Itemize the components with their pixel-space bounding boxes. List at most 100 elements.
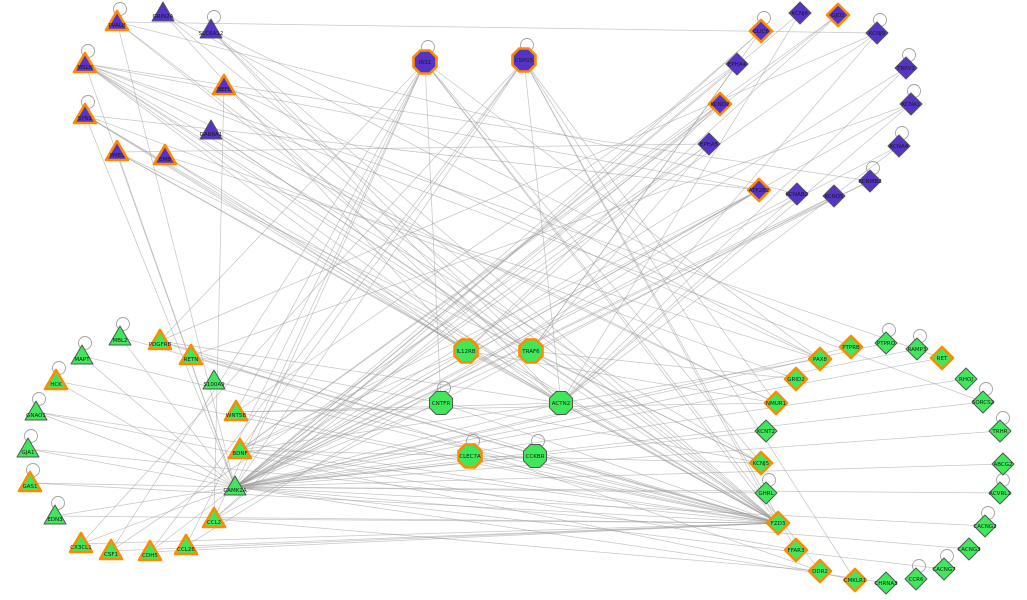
node-CCL26[interactable]: CCL26 (173, 533, 199, 556)
triangle-node-shape (43, 368, 69, 391)
triangle-node-shape (173, 533, 199, 556)
node-DDR2[interactable]: DDR2 (807, 558, 833, 584)
node-GRIN2A[interactable]: GRIN2A (151, 1, 175, 22)
triangle-node-shape (199, 119, 223, 140)
edge (149, 59, 525, 553)
node-ACTN2[interactable]: ACTN2 (549, 391, 573, 415)
edge (424, 61, 779, 524)
edge (560, 358, 821, 404)
edge (235, 61, 426, 413)
node-IL12RB[interactable]: IL12RB (453, 338, 479, 364)
octagon-node-shape (429, 391, 453, 415)
edge (27, 448, 779, 524)
node-RAMP3[interactable]: RAMP3 (905, 337, 929, 361)
node-CCR6[interactable]: CCR6 (904, 567, 928, 591)
edge (149, 486, 236, 553)
node-FFAR3[interactable]: FFAR3 (783, 537, 809, 563)
node-KCNJ9[interactable]: KCNJ9 (865, 21, 889, 45)
edge (80, 522, 779, 545)
node-KCNQ5[interactable]: KCNQ5 (822, 184, 846, 208)
node-CACNG2[interactable]: CACNG2 (973, 514, 997, 538)
node-KCNAB2[interactable]: KCNAB2 (785, 182, 809, 206)
edge (35, 411, 236, 488)
diamond-node-shape (746, 177, 772, 203)
node-CNTFR[interactable]: CNTFR (429, 391, 453, 415)
edge (234, 346, 852, 488)
node-WNT5B[interactable]: WNT5B (223, 399, 249, 422)
node-CCKBR[interactable]: CCKBR (523, 444, 547, 468)
edge (234, 430, 767, 488)
edge (84, 114, 236, 488)
edge (223, 85, 562, 404)
diamond-node-shape (858, 169, 882, 193)
edge (159, 340, 779, 524)
node-EPHA5[interactable]: EPHA5 (697, 132, 721, 156)
node-EPHA4[interactable]: EPHA4 (725, 52, 749, 76)
node-TRHR[interactable]: TRHR (988, 419, 1012, 443)
node-CMKLR1[interactable]: CMKLR1 (842, 567, 868, 593)
node-CDH5[interactable]: CDH5 (137, 539, 163, 562)
node-PTPRO[interactable]: PTPRO (874, 331, 898, 355)
edge (162, 12, 467, 352)
node-GHRL[interactable]: GHRL (754, 481, 778, 505)
node-ABCG2[interactable]: ABCG2 (991, 452, 1015, 476)
node-CLEC7A[interactable]: CLEC7A (457, 443, 483, 469)
node-CACNG3[interactable]: CACNG3 (957, 537, 981, 561)
node-CACNG7[interactable]: CACNG7 (932, 557, 956, 581)
edge (116, 21, 779, 524)
node-CLIC6[interactable]: CLIC6 (748, 18, 774, 44)
diamond-node-shape (932, 557, 956, 581)
edge (223, 85, 821, 360)
edge (234, 486, 1001, 494)
diamond-node-shape (785, 182, 809, 206)
node-IRS1[interactable]: IRS1 (412, 49, 438, 75)
edge (530, 350, 797, 380)
edge (185, 189, 760, 547)
edge (210, 29, 532, 352)
edge (235, 402, 562, 413)
node-SORCS2[interactable]: SORCS2 (971, 390, 995, 414)
edge (239, 189, 760, 451)
diamond-node-shape (971, 390, 995, 414)
node-GJD2[interactable]: GJD2 (825, 2, 851, 28)
edge (234, 14, 839, 488)
edge (234, 63, 738, 488)
node-GRID2[interactable]: GRID2 (783, 366, 809, 392)
node-KCNT2[interactable]: KCNT2 (754, 419, 778, 443)
triangle-node-shape (211, 73, 237, 96)
diamond-node-shape (838, 334, 864, 360)
edge (116, 151, 762, 464)
node-CSPG5[interactable]: CSPG5 (511, 47, 537, 73)
triangle-node-shape (199, 18, 223, 39)
node-ACVRL1[interactable]: ACVRL1 (988, 481, 1012, 505)
edge (119, 336, 236, 488)
node-SLC6A12[interactable]: SLC6A12 (199, 18, 224, 39)
edge (185, 61, 426, 547)
edge (560, 193, 798, 404)
edge (239, 14, 839, 451)
edge (29, 482, 236, 488)
diamond-node-shape (973, 514, 997, 538)
edge (234, 430, 1001, 488)
node-CHRNA3[interactable]: CHRNA3 (874, 571, 898, 595)
node-KCNJ6[interactable]: KCNJ6 (788, 1, 812, 25)
diamond-node-shape (929, 345, 955, 371)
node-TRAF6[interactable]: TRAF6 (518, 338, 544, 364)
edge (530, 180, 871, 352)
triangle-node-shape (223, 475, 247, 496)
edge (424, 61, 442, 404)
node-KCNA4[interactable]: KCNA4 (887, 134, 911, 158)
edge (234, 350, 467, 488)
edge (149, 522, 779, 553)
node-NEFL[interactable]: NEFL (211, 73, 237, 96)
node-RET[interactable]: RET (929, 345, 955, 371)
diamond-node-shape (894, 56, 918, 80)
node-RHOJ[interactable]: RHOJ (954, 367, 978, 391)
node-PMEL[interactable]: PMEL (104, 139, 130, 162)
node-NMUR1[interactable]: NMUR1 (763, 390, 789, 416)
node-KCNA1[interactable]: KCNA1 (899, 92, 923, 116)
node-PTPRB[interactable]: PTPRB (838, 334, 864, 360)
node-KCNMB2[interactable]: KCNMB2 (858, 169, 882, 193)
